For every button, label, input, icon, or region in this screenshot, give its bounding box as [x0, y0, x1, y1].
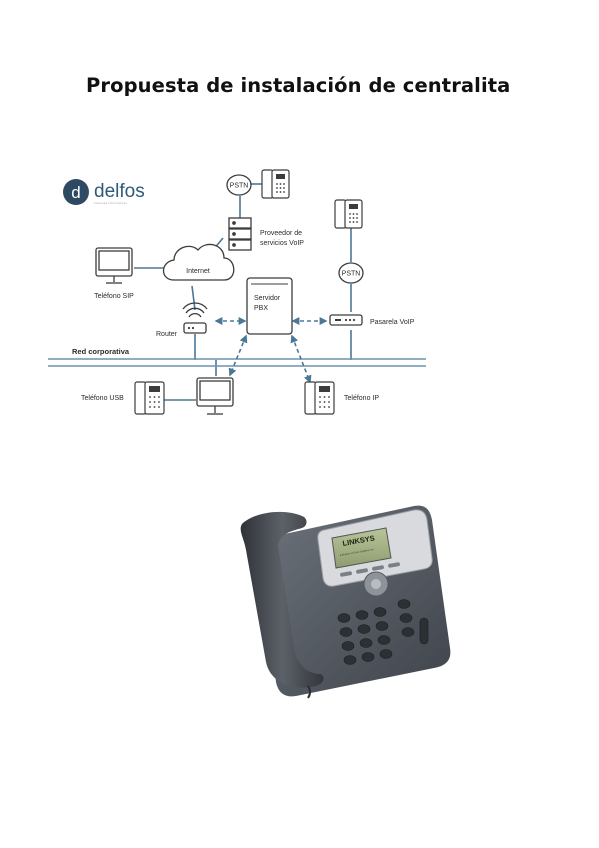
page-title: Propuesta de instalación de centralita	[86, 74, 511, 97]
gateway-label: Pasarela VoIP	[370, 319, 415, 326]
phone-right-icon	[334, 199, 363, 229]
logo-brand: delfos	[94, 181, 145, 202]
internet-cloud-icon: Internet	[162, 243, 235, 281]
phone-top-icon	[261, 169, 290, 199]
phone-handset	[240, 511, 324, 688]
logo-tagline: sistemas informáticos	[94, 201, 128, 205]
pstn-top-node: PSTN	[226, 174, 252, 196]
dashed-links	[214, 317, 328, 384]
ip-phone-label: Teléfono IP	[344, 395, 379, 402]
ip-desk-phone-photo: LINKSYS A Division of Cisco Systems, Inc…	[236, 498, 454, 700]
network-diagram: d delfos sistemas informáticos	[48, 160, 428, 422]
usb-phone-icon	[134, 381, 165, 415]
ip-phone-icon	[304, 381, 335, 415]
server-icon	[228, 217, 252, 251]
softkey-row	[340, 562, 400, 577]
phone-lcd-screen	[331, 527, 392, 569]
voip-gateway-icon	[329, 314, 363, 326]
usb-phone-label: Teléfono USB	[81, 395, 124, 402]
keypad	[337, 599, 429, 665]
router-icon	[182, 302, 208, 334]
network-label: Red corporativa	[72, 347, 130, 356]
pc-monitor-icon	[196, 377, 234, 415]
sip-phone-label: Teléfono SIP	[94, 293, 134, 300]
delfos-logo: d delfos sistemas informáticos	[63, 179, 145, 205]
logo-letter: d	[71, 183, 80, 202]
provider-label-line2: servicios VoIP	[260, 240, 304, 247]
connection-lines	[134, 183, 352, 401]
internet-label: Internet	[186, 268, 210, 275]
provider-label-line1: Proveedor de	[260, 230, 302, 237]
nav-center-button	[371, 579, 381, 589]
pbx-label-line1: Servidor	[254, 295, 281, 302]
router-label: Router	[156, 331, 178, 338]
pstn-right-node: PSTN	[338, 262, 364, 284]
corporate-network-line	[48, 358, 426, 367]
pbx-label-line2: PBX	[254, 305, 268, 312]
pstn-top-label: PSTN	[230, 183, 249, 190]
handset-cord	[307, 685, 311, 699]
pbx-server-icon: Servidor PBX	[246, 277, 293, 335]
sip-phone-monitor-icon	[95, 247, 133, 284]
lcd-caption-text: A Division of Cisco Systems, Inc.	[340, 548, 375, 557]
network-diagram-svg: d delfos sistemas informáticos	[48, 169, 426, 415]
pstn-right-label: PSTN	[342, 271, 361, 278]
ip-desk-phone-illustration: LINKSYS A Division of Cisco Systems, Inc…	[240, 505, 451, 699]
